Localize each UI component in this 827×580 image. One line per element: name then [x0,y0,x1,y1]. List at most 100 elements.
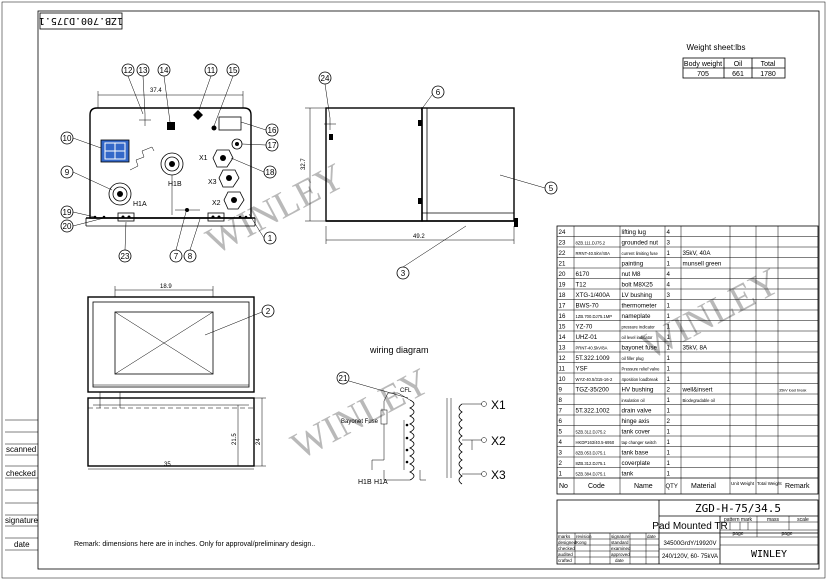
table-cell-no: 22 [559,250,566,257]
table-cell-material: 35kV, 8A [683,345,708,352]
table-cell-code: 6170 [576,271,590,278]
table-header-cell: No [559,483,568,490]
table-cell-no: 18 [559,292,566,299]
table-cell-name: LV bushing [622,292,653,299]
top-view: 18.9 35 21.5 24 [87,284,266,470]
x1-bushing-icon [212,149,234,168]
table-cell-name: 4position loadbreak [622,377,659,382]
table-cell-material: munsell green [683,261,722,268]
ground-strip-right [207,212,225,222]
svg-text:17: 17 [268,141,277,150]
svg-text:8: 8 [188,252,193,261]
table-header-cell: QTY [666,484,678,490]
table-cell-qty: 1 [667,460,671,467]
table-cell-name: HV bushing [622,387,655,394]
scale-label: scale [797,517,809,523]
svg-text:14: 14 [160,66,169,75]
svg-text:3: 3 [401,269,406,278]
table-cell-name: current limiting fuse [622,251,659,256]
table-cell-qty: 1 [667,397,671,404]
table-cell-qty: 1 [667,261,671,268]
table-header-cell: Remark [785,483,810,490]
table-cell-code: 5ZB.312.DJ75.2 [576,430,607,435]
table-cell-no: 14 [559,334,566,341]
scanned-label: scanned [6,445,36,454]
table-cell-qty: 1 [667,313,671,320]
table-cell-code: T12 [576,282,587,289]
pattern-mark-label: pattern mark [724,517,753,523]
table-cell-code: RRNT-40.5kV/40A [576,251,611,256]
table-cell-material: Biodegradable oil [683,398,715,403]
table-cell-no: 3 [559,450,563,457]
table-cell-name: tank [622,471,635,478]
signature-label: signature [5,516,38,525]
wiring-title: wiring diagram [369,345,429,355]
table-cell-code: YSF [576,366,588,373]
crafted-label: crafted [558,558,572,563]
table-header-total-weight: Total Weight [757,481,782,486]
date-label: date [14,540,30,549]
weight-sheet: Weight sheet:lbs Body weight Oil Total 7… [682,43,786,79]
table-cell-code: HKDP163/40.5-6950 [576,440,615,445]
svg-text:6: 6 [436,88,441,97]
marks-label: marks [558,534,571,539]
svg-text:1: 1 [268,234,273,243]
table-cell-name: oil filler plug [622,356,645,361]
table-cell-qty: 1 [667,439,671,446]
weight-sheet-title: Weight sheet:lbs [687,43,746,52]
checked-row-label: checked [558,546,575,551]
weight-value-oil: 661 [732,71,744,78]
svg-text:11: 11 [207,66,216,75]
h1b-label: H1B [168,181,182,188]
table-cell-code: 8ZB.053.DJ75.1 [576,451,607,456]
svg-text:13: 13 [139,66,148,75]
table-cell-no: 15 [559,324,566,331]
table-cell-code: TGZ-35/200 [576,387,610,394]
table-cell-name: nameplate [622,313,651,320]
wiring-h1a-label: H1A [374,479,388,486]
table-row: 16 1ZB.700.DJ75.1MP nameplate 1 [559,313,671,320]
approved-label: approved [611,552,630,557]
table-cell-no: 16 [559,313,566,320]
weight-header-body: Body weight [684,61,722,68]
svg-text:7: 7 [174,252,179,261]
table-cell-no: 23 [559,240,566,247]
h1b-bushing-icon [160,152,184,215]
svg-text:5: 5 [549,184,554,193]
svg-text:20: 20 [63,222,72,231]
table-cell-qty: 1 [667,324,671,331]
table-cell-qty: 1 [667,471,671,478]
primary-coil-icon [409,399,415,481]
table-cell-name: nut M8 [622,271,641,278]
kva-rating: 240/120V, 60- 75kVA [662,554,718,560]
table-cell-no: 13 [559,345,566,352]
base-width-dim: 35 [164,462,171,468]
table-cell-no: 10 [559,376,566,383]
top-width-dim: 18.9 [160,284,172,290]
table-cell-qty: 1 [667,450,671,457]
drawing-number: 1ZB.700.DJ75.1 [39,15,123,26]
svg-text:24: 24 [321,74,330,83]
weight-value-body: 705 [697,71,709,78]
voltage-rating: 34500GrdY/19920V [663,541,716,547]
cfl-label: CFL [400,388,412,394]
table-header-cell: Material [691,483,716,490]
table-cell-code: 5ZB.384.DJ75.1 [576,472,607,477]
table-cell-qty: 1 [667,345,671,352]
base-height-dim-2: 24 [256,438,262,445]
relief-valve-icon [193,110,203,120]
table-header-unit-weight: Unit Weight [731,481,755,486]
table-cell-code: 8ZB.312.DJ75.1 [576,461,607,466]
table-cell-code: 5T.322.1002 [576,408,611,415]
table-cell-code: 1ZB.700.DJ75.1MP [576,314,613,319]
wiring-x2-label: X2 [491,434,506,448]
x2-label: X2 [212,200,221,207]
